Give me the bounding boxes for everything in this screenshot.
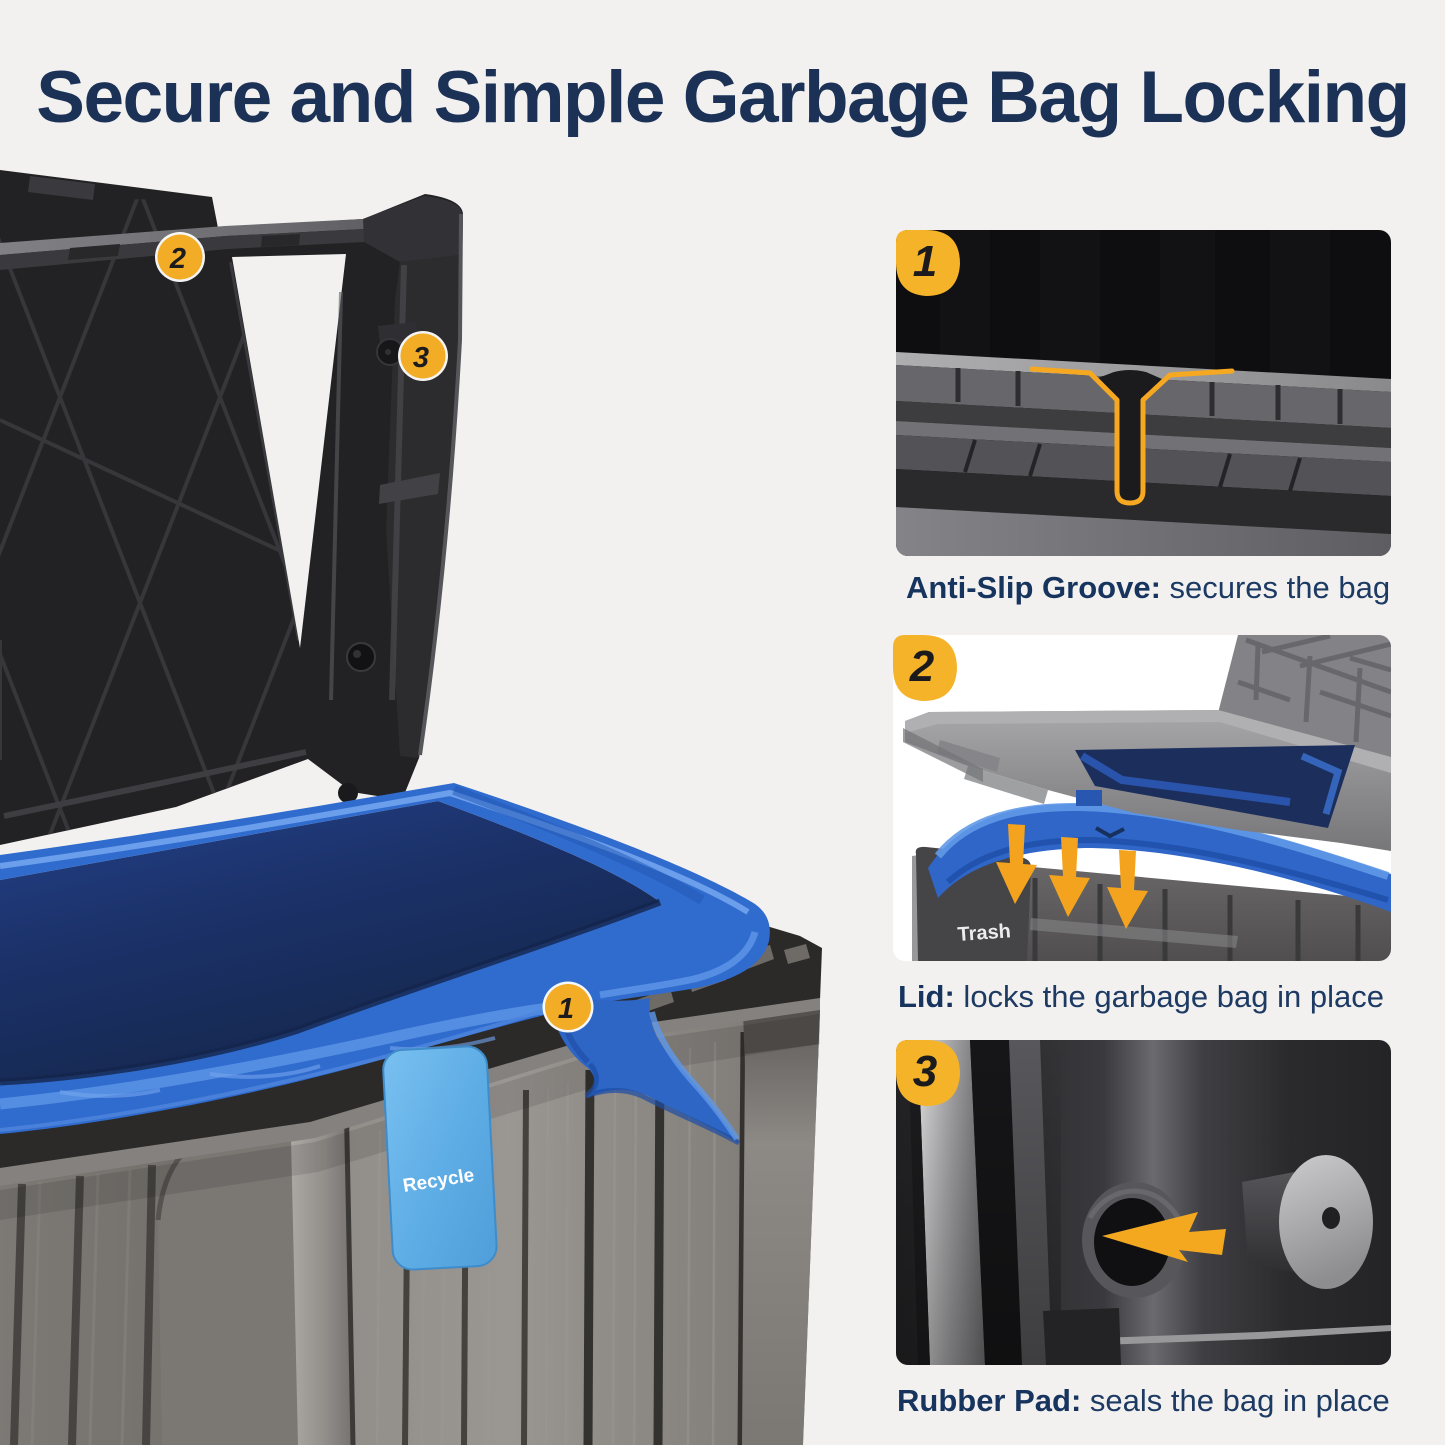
svg-text:2: 2 [909, 642, 935, 691]
svg-text:3: 3 [413, 342, 429, 374]
svg-text:2: 2 [169, 243, 186, 275]
svg-text:Trash: Trash [957, 920, 1012, 946]
svg-text:3: 3 [913, 1047, 937, 1096]
svg-text:1: 1 [558, 993, 574, 1025]
svg-text:1: 1 [913, 237, 937, 286]
